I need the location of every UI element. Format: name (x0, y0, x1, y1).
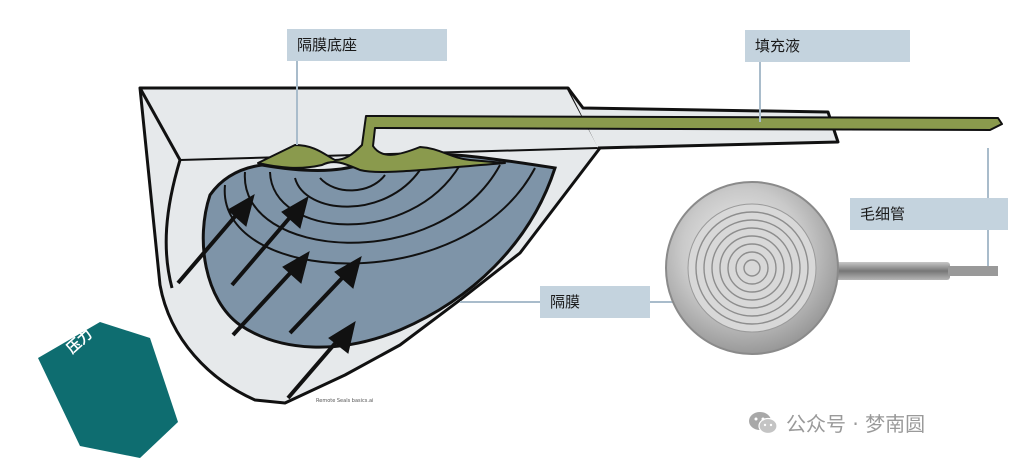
fill-fluid (257, 115, 1003, 174)
diaphragm-cross-section (201, 152, 557, 349)
pressure-arrow-icon (288, 255, 362, 335)
pressure-arrow-icon (176, 193, 255, 285)
capillary-label: 毛细管 (850, 198, 1008, 230)
diaphragm-base-label: 隔膜底座 (287, 29, 447, 61)
remote-seal-photo (665, 181, 998, 355)
diaphragm-label: 隔膜 (540, 286, 650, 318)
watermark-text: 公众号 · 梦南圆 (786, 412, 926, 436)
file-caption: Remote Seals basics.ai (316, 398, 374, 404)
watermark: 公众号 · 梦南圆 (748, 408, 925, 437)
pressure-badge (38, 322, 178, 458)
pressure-arrow-icon (286, 320, 356, 400)
pressure-arrows (176, 193, 362, 400)
pressure-arrow-icon (230, 195, 309, 287)
fill-fluid-label: 填充液 (745, 30, 910, 62)
pressure-arrow-icon (231, 250, 310, 337)
wechat-icon (749, 411, 778, 434)
